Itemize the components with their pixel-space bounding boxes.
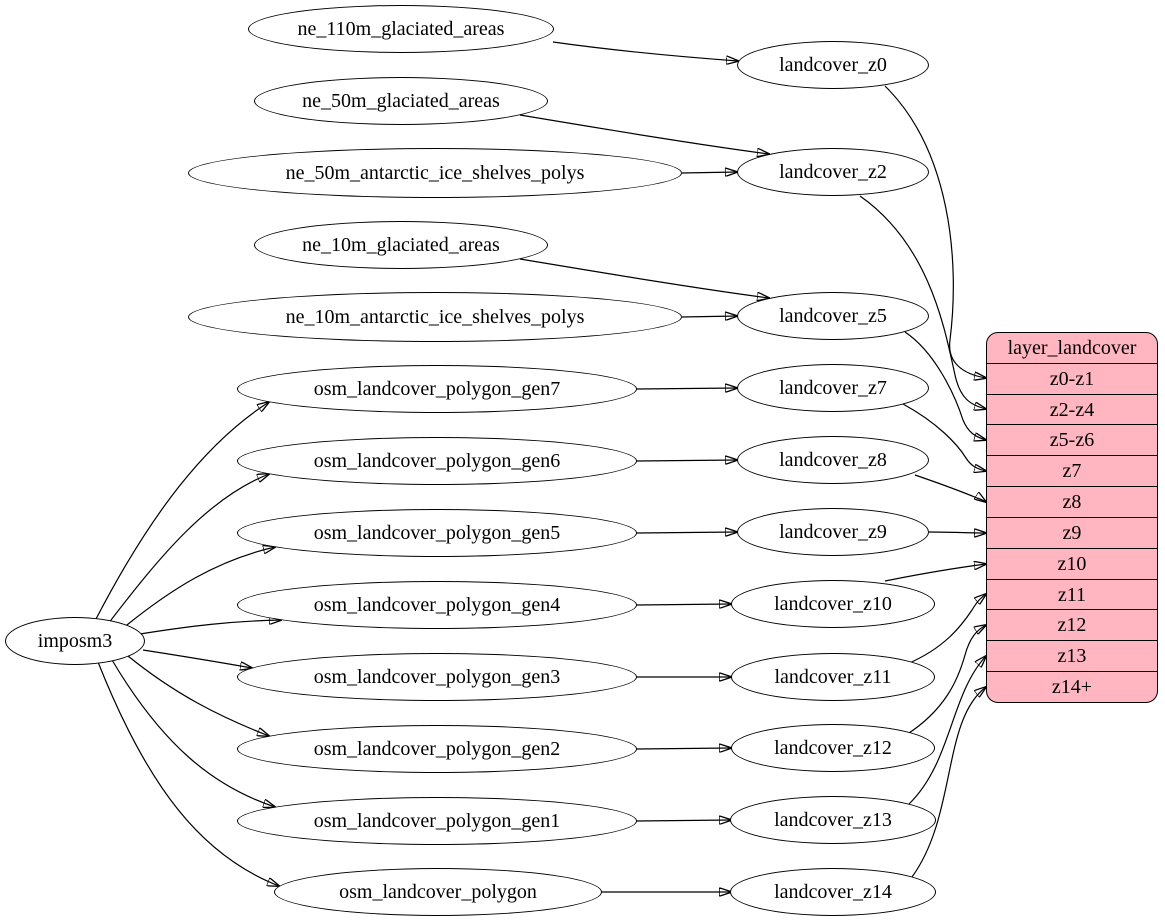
layer-row-z13: z13 xyxy=(987,640,1157,671)
edge-path xyxy=(636,820,731,821)
node-ne-10m-antarctic-ice-shelves-polys: ne_10m_antarctic_ice_shelves_polys xyxy=(188,292,682,342)
edge-path xyxy=(139,620,281,635)
edge-path xyxy=(142,649,252,668)
edge-path xyxy=(908,656,986,805)
node-landcover-z12: landcover_z12 xyxy=(731,724,935,772)
node-osm-landcover-polygon-gen5: osm_landcover_polygon_gen5 xyxy=(237,509,637,557)
edge-path xyxy=(519,114,769,154)
edge-path xyxy=(121,547,275,630)
node-ne-110m-glaciated-areas: ne_110m_glaciated_areas xyxy=(248,5,554,53)
node-ne-50m-glaciated-areas: ne_50m_glaciated_areas xyxy=(254,77,548,125)
node-osm-landcover-polygon-gen6: osm_landcover_polygon_gen6 xyxy=(237,437,637,485)
edge-path xyxy=(636,532,737,533)
node-landcover-z10: landcover_z10 xyxy=(731,580,935,628)
edge-path xyxy=(906,594,986,665)
edge-path xyxy=(904,331,986,440)
edge-path xyxy=(681,172,737,173)
node-osm-landcover-polygon: osm_landcover_polygon xyxy=(274,868,602,916)
node-landcover-z14: landcover_z14 xyxy=(730,868,936,916)
node-osm-landcover-polygon-gen7: osm_landcover_polygon_gen7 xyxy=(237,365,637,413)
layer-table-title: layer_landcover xyxy=(1007,336,1137,359)
edge-path xyxy=(928,532,986,533)
node-landcover-z11: landcover_z11 xyxy=(731,653,935,701)
edge-path xyxy=(914,474,986,502)
node-landcover-z7: landcover_z7 xyxy=(737,364,929,412)
layer-row-z5-z6: z5-z6 xyxy=(987,424,1157,455)
node-ne-50m-antarctic-ice-shelves-polys: ne_50m_antarctic_ice_shelves_polys xyxy=(188,148,682,198)
edge-path xyxy=(552,41,738,61)
edge-path xyxy=(905,625,986,736)
node-imposm3: imposm3 xyxy=(5,617,145,665)
edge-path xyxy=(636,748,731,749)
edge-path xyxy=(97,661,279,886)
node-landcover-z8: landcover_z8 xyxy=(737,436,929,484)
node-landcover-z5: landcover_z5 xyxy=(737,292,929,340)
node-landcover-z9: landcover_z9 xyxy=(737,508,929,556)
layer-row-z7: z7 xyxy=(987,455,1157,486)
edge-path xyxy=(636,460,737,461)
layer-row-z11: z11 xyxy=(987,578,1157,610)
edge-path xyxy=(636,388,737,389)
edge-path xyxy=(111,659,275,807)
layer-row-z10: z10 xyxy=(987,547,1157,579)
edge-path xyxy=(859,195,986,409)
edge-path xyxy=(884,564,986,582)
edge-path xyxy=(636,604,731,605)
node-osm-landcover-polygon-gen2: osm_landcover_polygon_gen2 xyxy=(237,725,637,773)
edge-path xyxy=(107,474,269,625)
layer-row-z0-z1: z0-z1 xyxy=(987,362,1157,394)
node-landcover-z13: landcover_z13 xyxy=(730,796,936,844)
edge-path xyxy=(902,403,986,471)
node-osm-landcover-polygon-gen4: osm_landcover_polygon_gen4 xyxy=(237,581,637,629)
layer-landcover-table: layer_landcover z0-z1 z2-z4 z5-z6 z7 z8 … xyxy=(986,332,1158,703)
node-osm-landcover-polygon-gen3: osm_landcover_polygon_gen3 xyxy=(237,653,637,701)
layer-row-z12: z12 xyxy=(987,609,1157,640)
node-osm-landcover-polygon-gen1: osm_landcover_polygon_gen1 xyxy=(237,797,637,845)
edge-path xyxy=(519,258,769,298)
edge-path xyxy=(911,687,986,878)
edge-path xyxy=(681,316,737,317)
edge-path xyxy=(95,402,269,620)
layer-row-z2-z4: z2-z4 xyxy=(987,393,1157,425)
node-landcover-z2: landcover_z2 xyxy=(737,148,929,196)
edge-path xyxy=(884,85,986,378)
layer-row-z9: z9 xyxy=(987,516,1157,548)
edge-path xyxy=(127,655,269,736)
layer-row-z14plus: z14+ xyxy=(987,671,1157,702)
node-ne-10m-glaciated-areas: ne_10m_glaciated_areas xyxy=(254,221,548,269)
node-landcover-z0: landcover_z0 xyxy=(737,41,929,89)
layer-row-z8: z8 xyxy=(987,486,1157,517)
